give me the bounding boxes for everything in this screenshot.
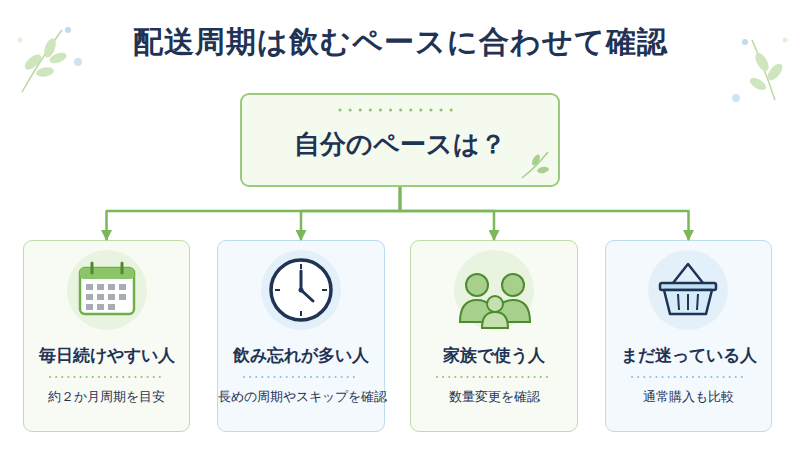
- dot: [18, 38, 23, 43]
- box-heading: まだ迷っている人: [606, 345, 771, 367]
- leaf: [22, 52, 44, 73]
- leaf: [753, 51, 772, 73]
- box-heading: 飲み忘れが多い人: [218, 345, 384, 367]
- diagram-title: 配送周期は飲むペースに合わせて確認: [0, 22, 800, 63]
- leaf: [48, 51, 68, 66]
- box-body-text: 約２か月周期を目安: [24, 389, 189, 406]
- option-box: 毎日続けやすい人約２か月周期を目安: [23, 240, 190, 432]
- leaf-stem: [22, 30, 62, 92]
- box-heading: 毎日続けやすい人: [24, 345, 189, 367]
- dot: [74, 58, 82, 66]
- option-box: 飲み忘れが多い人長めの周期やスキップを確認: [217, 240, 385, 432]
- leaf-stem: [752, 40, 775, 100]
- leaf-ornament: [18, 27, 83, 92]
- question-box: 自分のペースは？: [240, 93, 560, 187]
- leaf: [35, 66, 54, 78]
- branch-connector: [107, 187, 401, 240]
- box-heading: 自分のペースは？: [294, 127, 506, 162]
- dot: [742, 39, 748, 45]
- leaf-ornament: [732, 38, 788, 103]
- branch-connector: [400, 187, 494, 240]
- leaf: [765, 61, 786, 83]
- dot: [65, 27, 71, 33]
- option-box: まだ迷っている人通常購入も比較: [605, 240, 772, 432]
- branch-connector: [400, 187, 689, 240]
- box-body-text: 通常購入も比較: [606, 389, 771, 406]
- box-body-text: 長めの周期やスキップを確認: [218, 389, 384, 406]
- dot: [732, 94, 740, 102]
- box-heading: 家族で使う人: [411, 345, 577, 367]
- leaf: [748, 76, 768, 93]
- branch-connector: [301, 187, 400, 240]
- leaf: [42, 37, 58, 59]
- dot: [783, 38, 788, 43]
- option-box: 家族で使う人数量変更を確認: [410, 240, 578, 432]
- box-body-text: 数量変更を確認: [411, 389, 577, 406]
